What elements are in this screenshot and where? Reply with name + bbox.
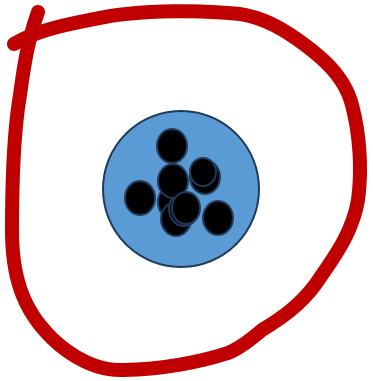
particle (172, 192, 200, 224)
particle (203, 201, 233, 235)
particle (190, 158, 216, 186)
particle (157, 129, 187, 163)
particle (125, 181, 155, 215)
